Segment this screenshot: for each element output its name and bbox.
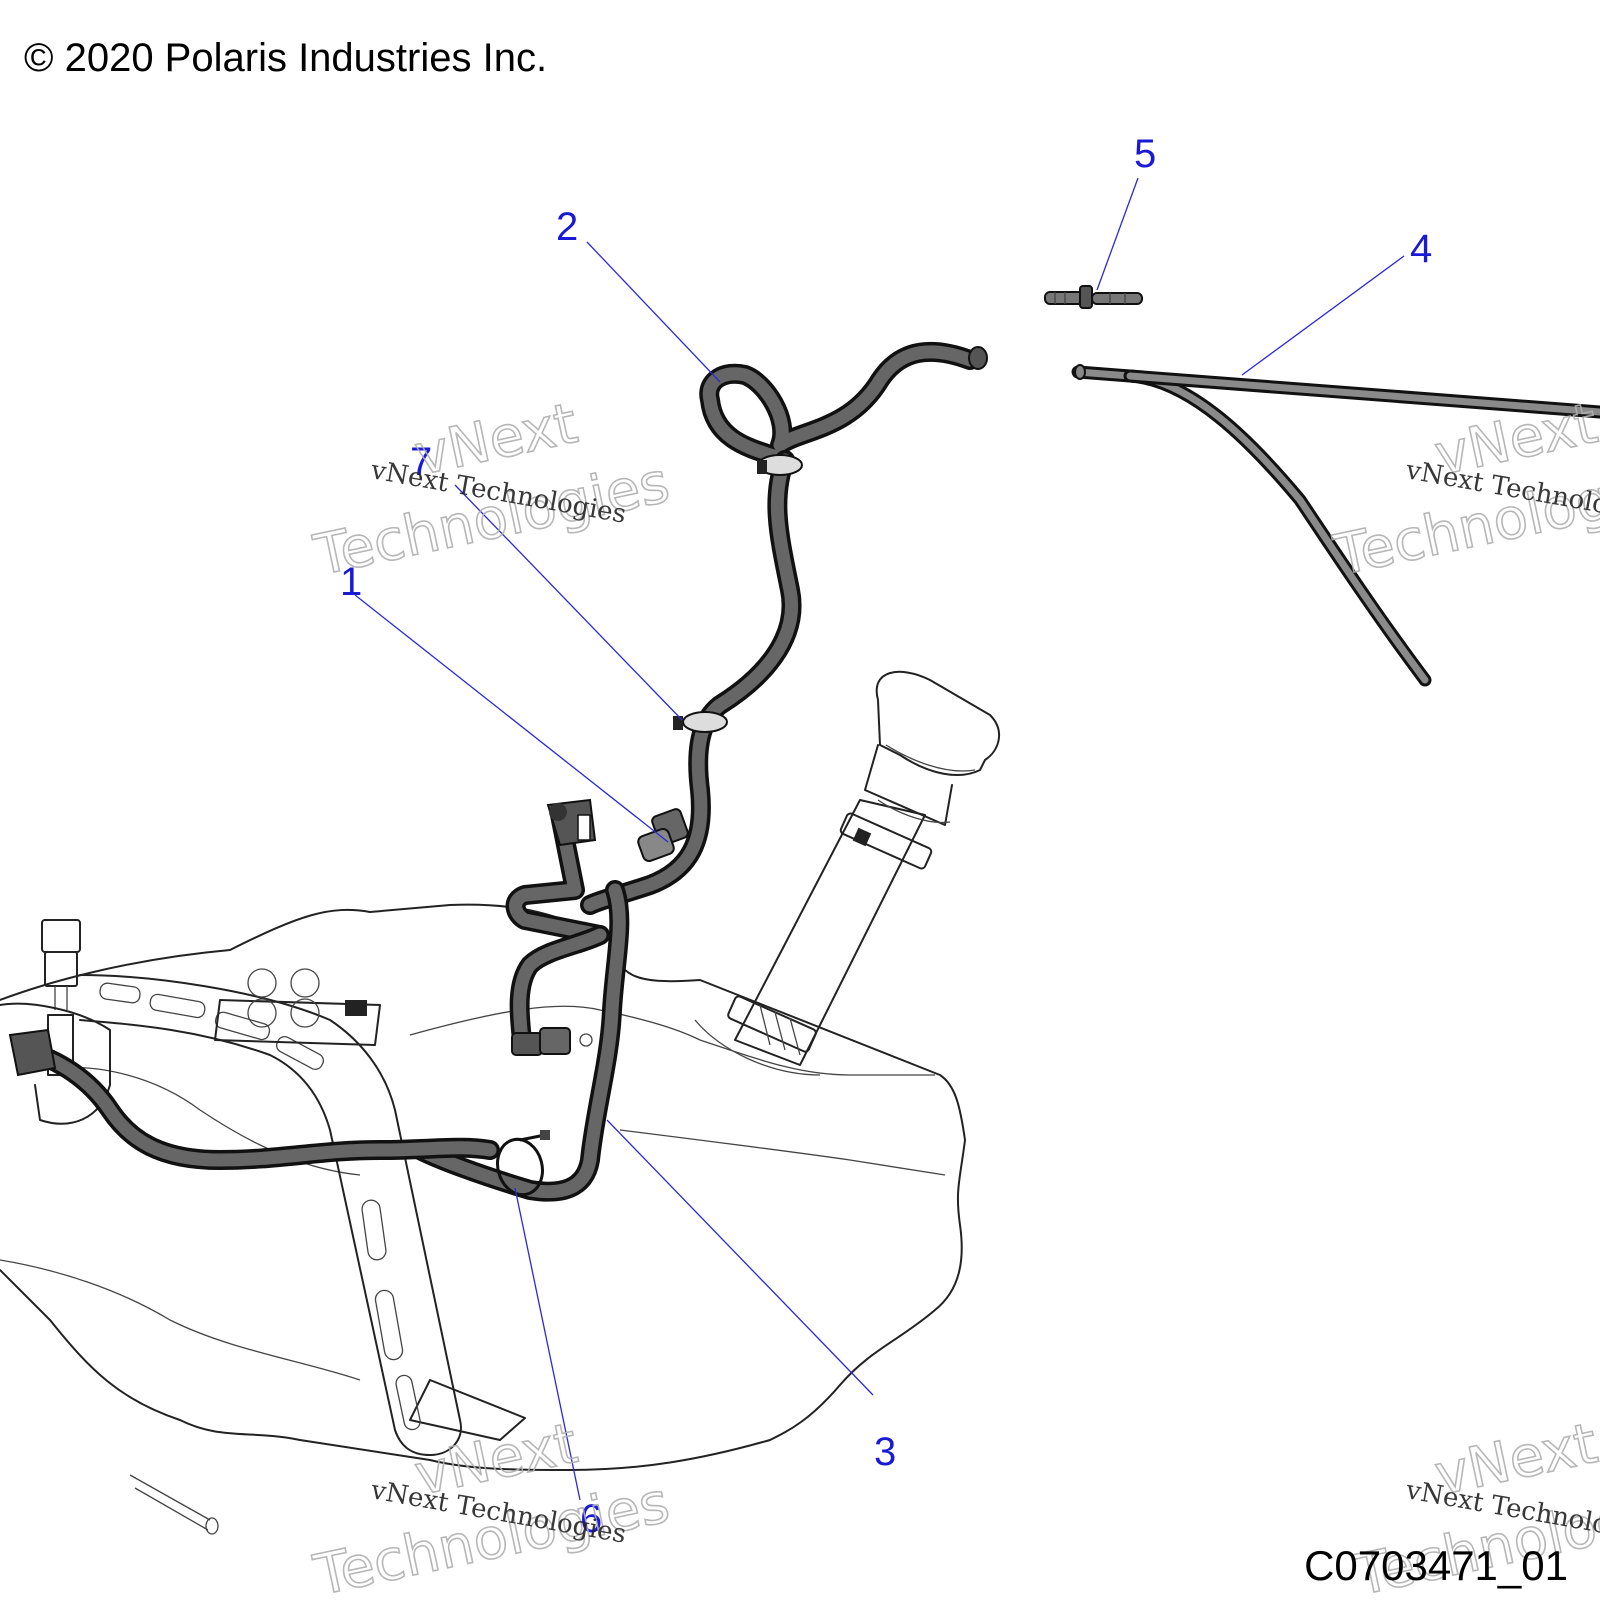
callout-2: 2 — [556, 205, 578, 249]
part-2-vent-hose — [580, 341, 988, 915]
leader-lines — [354, 177, 1405, 1501]
diagram-id: C0703471_01 — [1304, 1542, 1568, 1589]
filler-neck — [694, 670, 1000, 1076]
watermark-top-left: vNext Technologies vNext Technologies — [308, 390, 676, 589]
part-6-cable-tie — [496, 1130, 550, 1197]
callout-7: 7 — [410, 440, 432, 484]
watermark-top-right: vNext Technologies vNext Technologies — [1328, 390, 1600, 589]
part-3-valve-hose — [410, 798, 630, 1202]
callout-6: 6 — [580, 1497, 602, 1541]
callout-3: 3 — [874, 1430, 896, 1474]
part-5-fitting — [1044, 285, 1143, 309]
watermark-bottom-left: vNext Technologies vNext Technologies — [308, 1410, 676, 1600]
part-4-vent-tube — [1071, 364, 1600, 687]
callout-1: 1 — [340, 560, 362, 604]
callouts: 1 2 3 4 5 6 7 — [340, 132, 1432, 1541]
copyright-notice: © 2020 Polaris Industries Inc. — [24, 36, 548, 80]
tank-strap — [79, 968, 462, 1456]
fuel-line — [8, 1028, 500, 1170]
callout-4: 4 — [1410, 227, 1432, 271]
callout-5: 5 — [1134, 132, 1156, 176]
